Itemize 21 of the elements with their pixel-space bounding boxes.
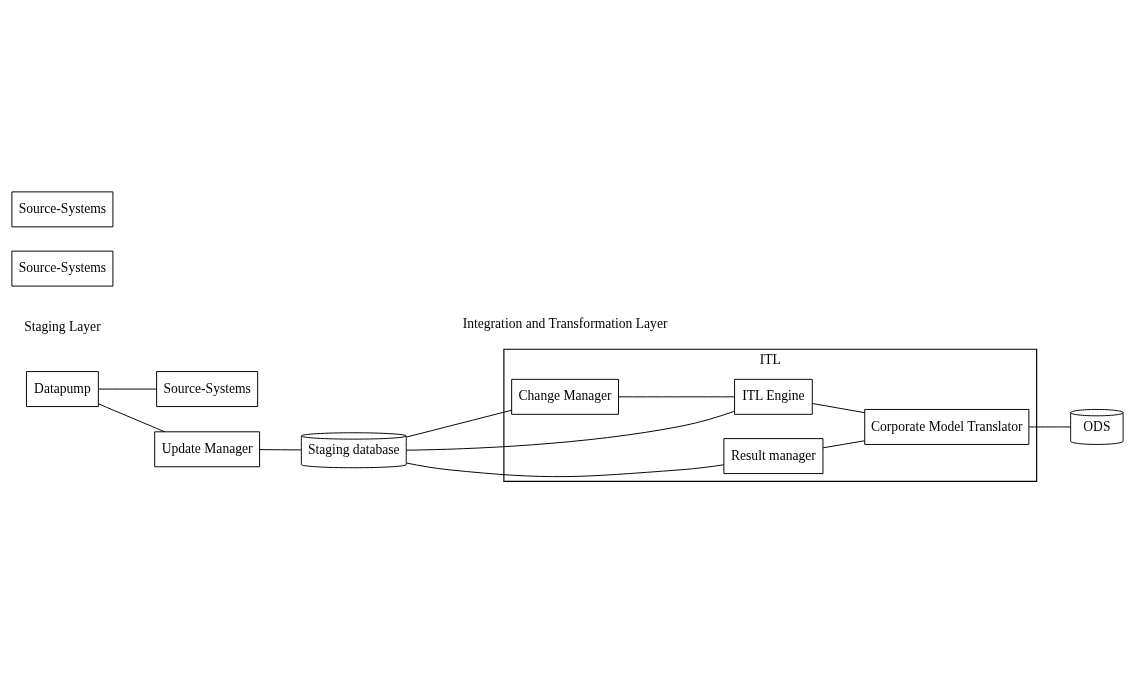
connector — [618, 395, 735, 397]
connector — [1028, 425, 1072, 427]
node-box: ITL Engine — [734, 378, 813, 415]
connector — [98, 388, 157, 390]
connector — [406, 409, 512, 438]
connector — [811, 402, 866, 413]
label: Staging Layer — [24, 318, 101, 334]
node-box: Datapump — [25, 370, 99, 407]
connector — [405, 461, 725, 477]
node-box: Update Manager — [154, 430, 261, 467]
node-box: Source-Systems — [156, 370, 259, 407]
node-box: Corporate Model Translator — [864, 408, 1030, 445]
node-box: Source-Systems — [11, 190, 114, 227]
connector — [822, 439, 866, 448]
connector — [259, 448, 302, 450]
node-box: Source-Systems — [11, 250, 114, 287]
node-box: Result manager — [723, 437, 824, 474]
connector — [98, 402, 166, 432]
node-box: Change Manager — [511, 378, 619, 415]
connector — [405, 410, 735, 451]
label: Integration and Transformation Layer — [462, 315, 668, 331]
